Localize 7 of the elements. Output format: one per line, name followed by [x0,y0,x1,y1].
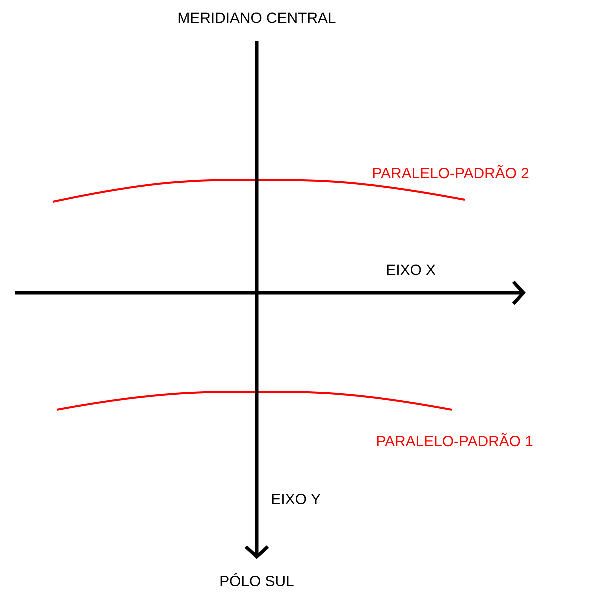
edge-label: EIXO Y [269,492,324,507]
axis-label: EIXO X [387,264,436,276]
axis-label: MERIDIANO CENTRAL [178,12,336,24]
y-axis-arrow [244,42,270,560]
axis-label: PARALELO-PADRÃO 2 [373,165,529,179]
axis-label: PÓLO SUL [220,573,294,587]
axis-label: PARALELO-PADRÃO 1 [377,433,533,447]
